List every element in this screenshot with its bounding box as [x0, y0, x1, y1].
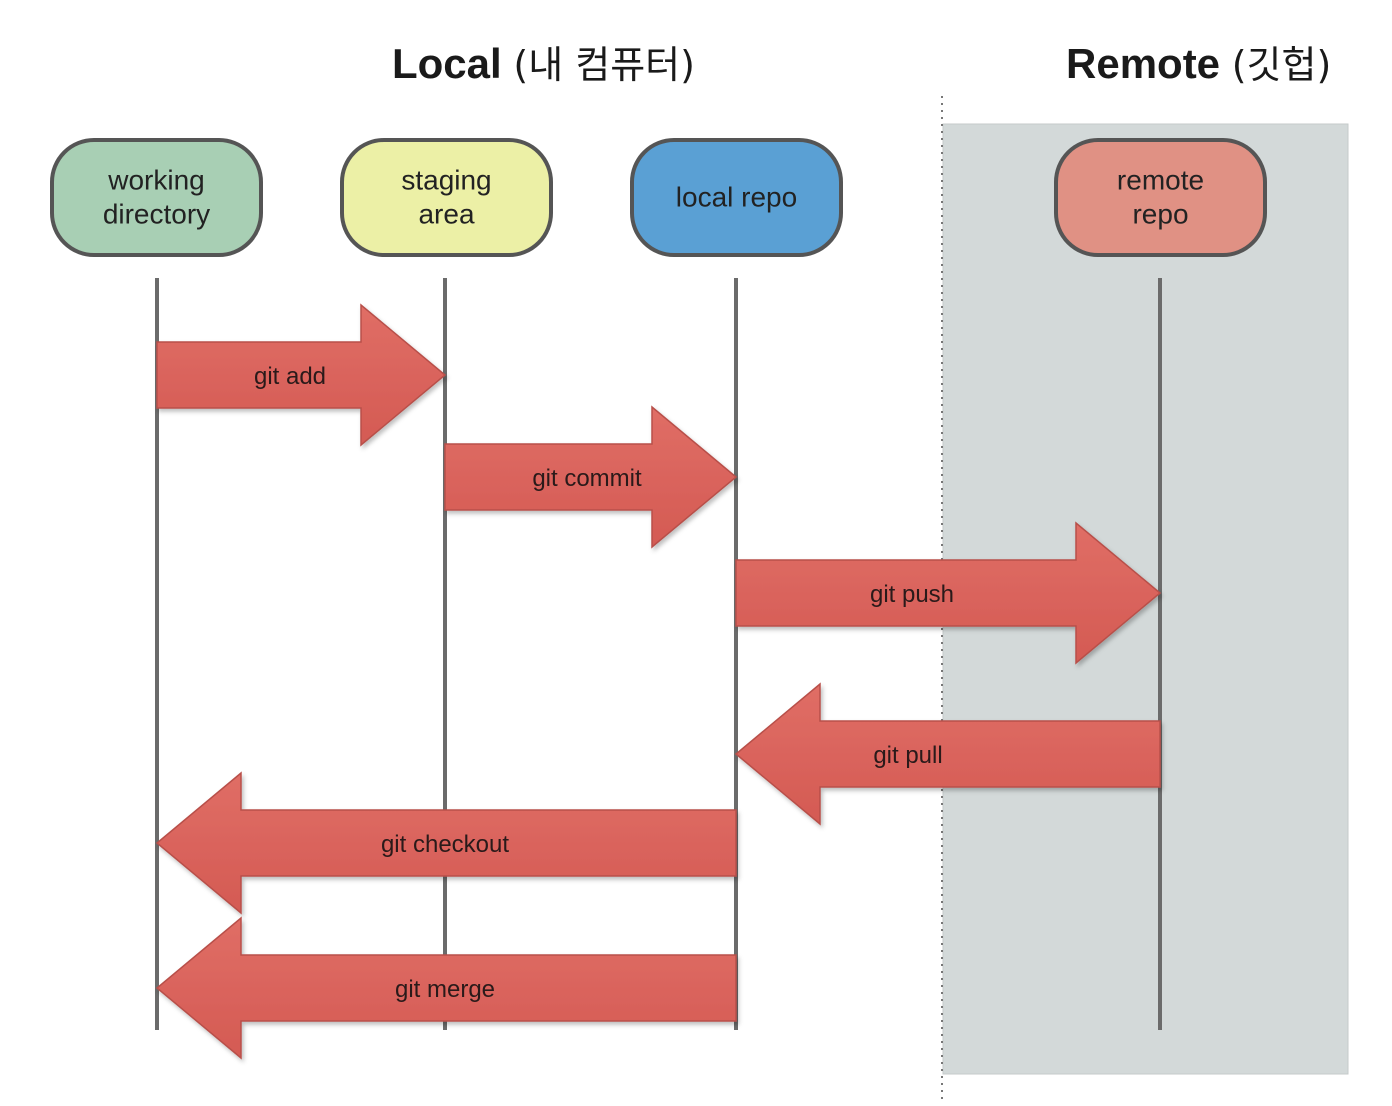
git-commit-arrow-shape	[444, 405, 738, 549]
local-heading: Local (내 컴퓨터)	[392, 34, 695, 89]
remote-repo-node-box	[1054, 138, 1267, 257]
git-push-arrow-shape	[735, 521, 1162, 665]
remote-heading-title: Remote	[1066, 40, 1221, 87]
git-checkout-arrow-shape	[155, 771, 737, 915]
staging-area-label-line: area	[418, 199, 474, 230]
working-directory-label-line: working	[107, 165, 204, 196]
git-push-arrow: git push	[735, 521, 1162, 665]
working-directory-node-box	[50, 138, 263, 257]
remote-heading-subtitle: (깃헙)	[1231, 43, 1332, 87]
staging-area-node-box	[340, 138, 553, 257]
git-merge-label: git merge	[395, 976, 495, 1003]
remote-repo-label-line: repo	[1132, 199, 1188, 230]
git-commit-label: git commit	[532, 465, 642, 492]
local-repo-label-line: local repo	[676, 182, 797, 213]
git-add-label: git add	[254, 363, 326, 390]
local-repo-node-box	[630, 138, 843, 257]
git-pull-arrow-shape	[734, 682, 1161, 826]
git-pull-label: git pull	[873, 742, 942, 769]
staging-area-label-line: staging	[401, 165, 491, 196]
git-add-arrow-shape	[156, 303, 447, 447]
git-checkout-arrow: git checkout	[155, 771, 737, 915]
git-pull-arrow: git pull	[734, 682, 1161, 826]
git-merge-arrow: git merge	[155, 916, 737, 1060]
remote-heading: Remote (깃헙)	[1066, 34, 1331, 89]
local-heading-title: Local	[392, 40, 502, 87]
git-checkout-label: git checkout	[381, 831, 509, 858]
git-merge-arrow-shape	[155, 916, 737, 1060]
local-repo-node: local repo	[630, 138, 843, 257]
remote-repo-label-line: remote	[1117, 165, 1204, 196]
local-heading-subtitle: (내 컴퓨터)	[513, 43, 695, 87]
working-directory-label-line: directory	[103, 199, 210, 230]
git-commit-arrow: git commit	[444, 405, 738, 549]
git-push-label: git push	[870, 581, 954, 608]
git-add-arrow: git add	[156, 303, 447, 447]
